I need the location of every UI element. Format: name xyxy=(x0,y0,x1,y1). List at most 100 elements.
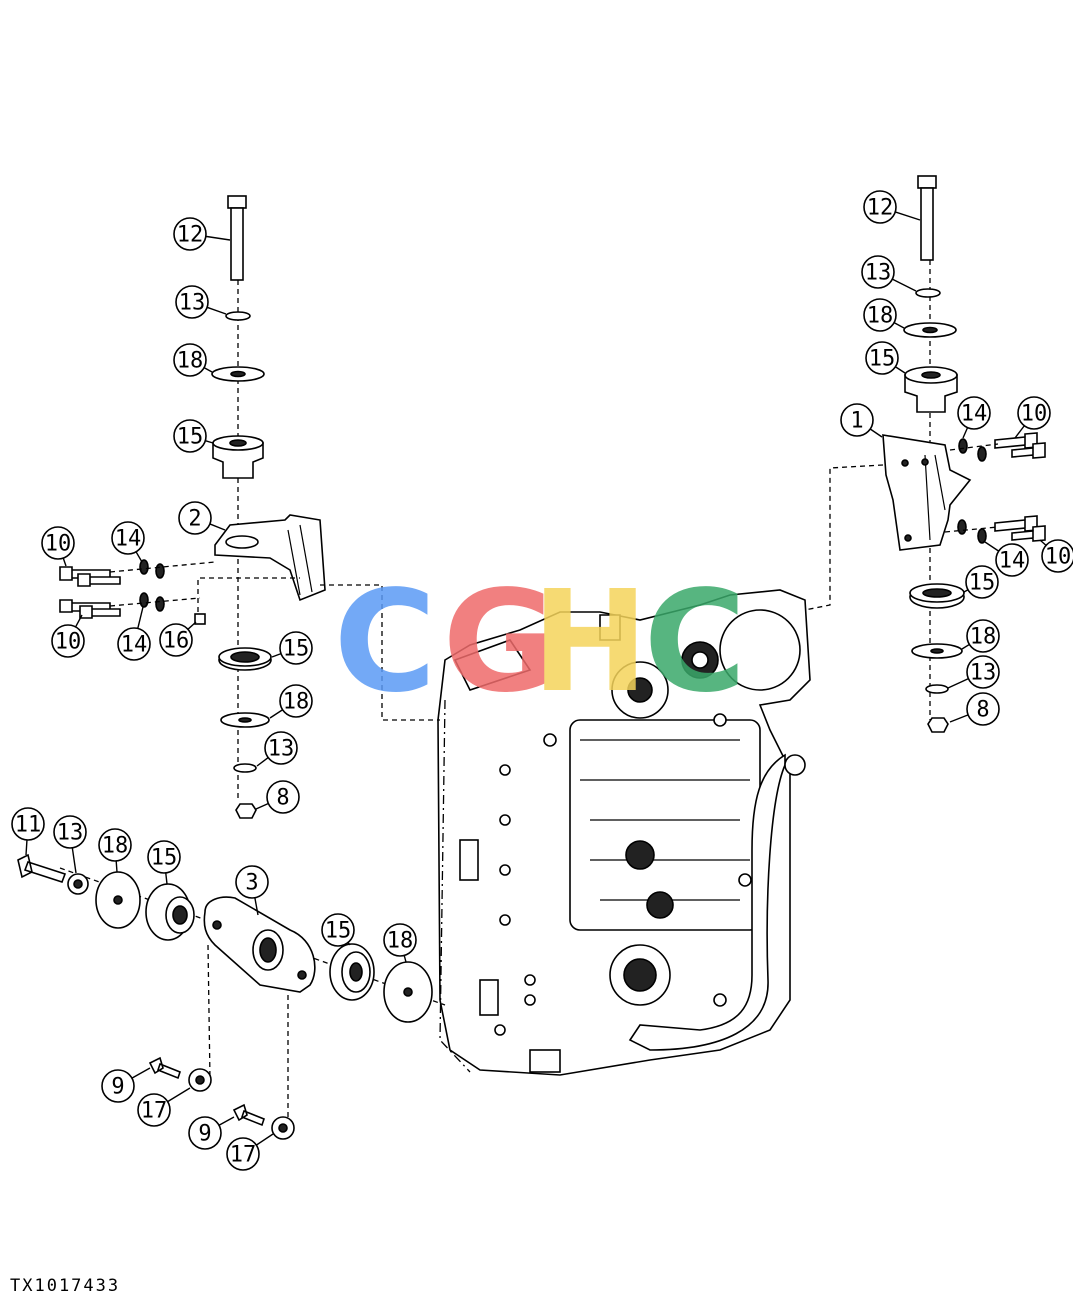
callout-number: 12 xyxy=(867,196,894,221)
callout-circle xyxy=(965,565,999,599)
callout-10: 10 xyxy=(41,526,75,567)
callout-number: 15 xyxy=(177,425,204,450)
callout-leader xyxy=(403,955,407,963)
watermark-letter: G xyxy=(443,561,558,724)
callout-leader xyxy=(1039,539,1047,546)
callout-14: 14 xyxy=(957,396,991,439)
callout-leader xyxy=(893,322,905,329)
callout-circle xyxy=(321,913,355,947)
callout-number: 18 xyxy=(102,834,129,859)
callout-circle xyxy=(966,655,1000,689)
callout-circle xyxy=(279,684,313,718)
callout-leader xyxy=(209,523,226,531)
callout-8: 8 xyxy=(255,780,300,814)
callout-circle xyxy=(188,1116,222,1150)
watermark-letter: H xyxy=(531,561,648,724)
callout-15: 15 xyxy=(271,631,313,665)
callout-18: 18 xyxy=(961,619,1000,653)
callout-circle xyxy=(966,692,1000,726)
callout-circle xyxy=(101,1069,135,1103)
callout-circle xyxy=(279,631,313,665)
callout-leader xyxy=(135,551,143,563)
callout-number: 12 xyxy=(177,223,204,248)
callout-circle xyxy=(865,341,899,375)
callout-18: 18 xyxy=(173,343,213,377)
callout-circle xyxy=(159,623,193,657)
callout-circle xyxy=(863,190,897,224)
callout-8: 8 xyxy=(949,692,1000,726)
callout-leader xyxy=(131,1067,151,1079)
callout-circle xyxy=(173,343,207,377)
callout-number: 3 xyxy=(245,871,258,896)
callout-circle xyxy=(840,403,874,437)
callout-leader xyxy=(895,366,906,374)
callout-14: 14 xyxy=(117,606,151,661)
left-side-bolts xyxy=(59,559,440,721)
callout-circle xyxy=(178,501,212,535)
callout-18: 18 xyxy=(98,828,132,873)
callout-circle xyxy=(41,526,75,560)
callout-leader xyxy=(187,621,197,630)
callout-circle xyxy=(173,217,207,251)
callout-10: 10 xyxy=(1014,396,1051,439)
callout-number: 15 xyxy=(151,846,178,871)
callout-number: 15 xyxy=(969,571,996,596)
callout-number: 10 xyxy=(45,532,72,557)
callout-number: 16 xyxy=(163,629,190,654)
callout-15: 15 xyxy=(173,419,214,453)
watermark-logo: C G H C xyxy=(334,561,747,724)
callout-13: 13 xyxy=(53,815,87,874)
callout-circle xyxy=(117,627,151,661)
callout-leader xyxy=(74,614,83,628)
callout-circle xyxy=(264,731,298,765)
callout-circle xyxy=(98,828,132,862)
callout-2: 2 xyxy=(178,501,226,535)
callout-17: 17 xyxy=(226,1133,274,1171)
callout-leader xyxy=(269,709,283,719)
callout-leader xyxy=(62,557,67,567)
callout-circle xyxy=(266,780,300,814)
callout-9: 9 xyxy=(188,1116,235,1150)
callout-number: 10 xyxy=(1045,545,1072,570)
callout-leader xyxy=(255,1133,274,1146)
callout-14: 14 xyxy=(111,521,145,563)
callout-number: 18 xyxy=(177,349,204,374)
callout-number: 8 xyxy=(976,698,989,723)
callout-leader xyxy=(271,652,282,658)
callout-circle xyxy=(147,840,181,874)
callout-leader xyxy=(255,802,269,810)
callout-1: 1 xyxy=(840,403,883,438)
figure-id: TX1017433 xyxy=(10,1276,121,1296)
watermark-letter: C xyxy=(334,561,437,724)
callout-13: 13 xyxy=(861,255,917,292)
callout-circle xyxy=(226,1137,260,1171)
callout-number: 15 xyxy=(869,347,896,372)
callout-leader xyxy=(218,1116,235,1126)
callout-16: 16 xyxy=(159,621,197,657)
callout-circle xyxy=(111,521,145,555)
callout-number: 14 xyxy=(115,527,142,552)
callout-leader xyxy=(203,367,213,373)
callout-15: 15 xyxy=(147,840,181,885)
callout-15: 15 xyxy=(321,913,355,947)
callout-leader xyxy=(962,427,969,439)
callout-13: 13 xyxy=(256,731,298,767)
callout-number: 2 xyxy=(188,507,201,532)
callout-leader xyxy=(25,839,28,856)
left-mount-stack xyxy=(59,195,440,819)
transmission-housing xyxy=(437,589,811,1076)
callout-circle xyxy=(11,807,45,841)
callout-circle xyxy=(861,255,895,289)
callout-number: 18 xyxy=(867,304,894,329)
callout-number: 17 xyxy=(230,1143,257,1168)
callout-circle xyxy=(1017,396,1051,430)
callout-number: 14 xyxy=(961,402,988,427)
callout-circle xyxy=(235,865,269,899)
callout-leader xyxy=(947,678,969,689)
callout-number: 10 xyxy=(1021,402,1048,427)
callout-18: 18 xyxy=(269,684,313,719)
callout-15: 15 xyxy=(865,341,906,375)
callout-circle xyxy=(53,815,87,849)
